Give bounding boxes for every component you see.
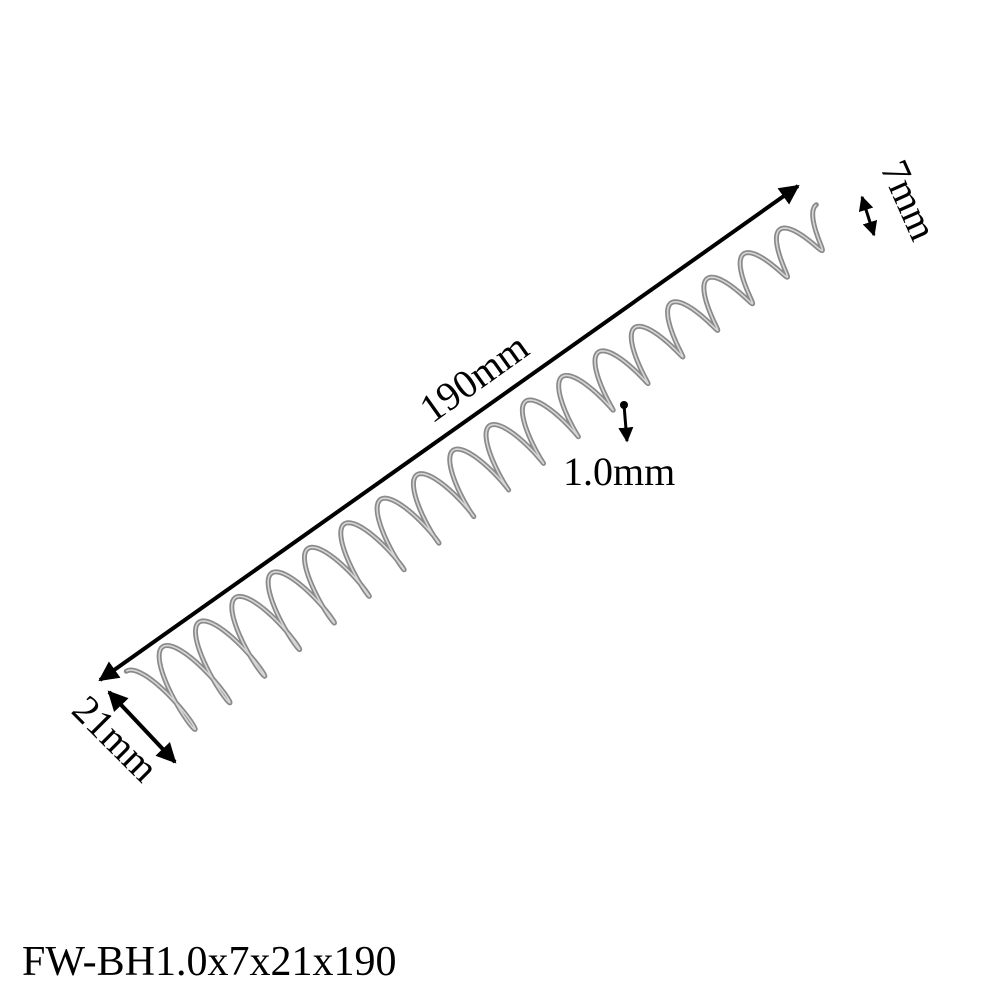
- model-code: FW-BH1.0x7x21x190: [22, 939, 397, 985]
- small-diameter-label: 7mm: [872, 153, 947, 246]
- wire-diameter-label: 1.0mm: [563, 449, 675, 494]
- length-dimension-line: [98, 184, 800, 682]
- conical-spring: [123, 202, 825, 732]
- small-diameter-dimension-line: [858, 195, 878, 237]
- large-diameter-dimension-line: [107, 690, 177, 764]
- spring-wire: [123, 202, 825, 732]
- wire-diameter-arrow: [618, 404, 634, 443]
- spring-wire-highlight: [125, 204, 824, 731]
